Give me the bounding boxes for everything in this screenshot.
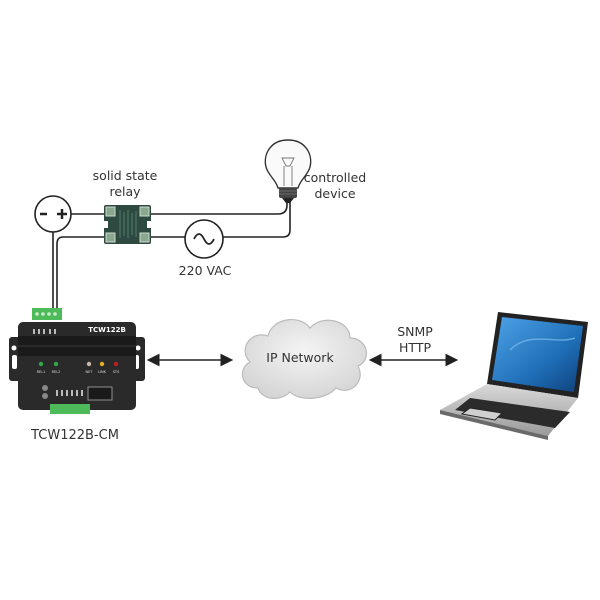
wire-ac-to-bulb <box>223 200 291 238</box>
led-label-net: NET <box>86 370 94 374</box>
controller-front-label: TCW122B <box>88 326 126 334</box>
controller-label: TCW122B-CM <box>31 428 119 443</box>
relay-label-line1: solid state <box>92 168 158 183</box>
device-label-line1: controlled <box>303 170 367 185</box>
led-link <box>99 361 105 367</box>
sine-wave-icon <box>193 233 215 245</box>
relay-label-line2: relay <box>109 184 141 199</box>
led-label-rel1: REL1 <box>37 370 46 374</box>
protocol-http: HTTP <box>399 340 431 355</box>
led-rel2 <box>53 361 59 367</box>
top-terminal-block <box>32 308 62 320</box>
ac-source-label: 220 VAC <box>178 263 232 278</box>
bottom-terminal-block <box>50 404 90 414</box>
controller-leds: REL1 REL2 NET LINK STS <box>37 361 120 374</box>
solid-state-relay <box>102 205 153 244</box>
network-label: IP Network <box>266 350 334 365</box>
wire-relay-to-controller <box>56 236 105 315</box>
dc-source <box>34 195 72 233</box>
ac-source <box>184 219 224 259</box>
relay-label: solid state relay <box>85 168 165 200</box>
led-label-sts: STS <box>113 370 120 374</box>
led-sts <box>113 361 119 367</box>
protocols-label: SNMP HTTP <box>385 324 445 356</box>
device-label: controlled device <box>300 170 370 202</box>
light-bulb-icon <box>264 139 312 203</box>
wires <box>52 200 291 315</box>
device-label-line2: device <box>314 186 356 201</box>
led-label-link: LINK <box>98 370 107 374</box>
laptop-icon <box>440 312 588 440</box>
cloud-icon <box>241 319 367 399</box>
controller-device: REL1 REL2 NET LINK STS <box>9 308 145 414</box>
protocol-snmp: SNMP <box>397 324 433 339</box>
led-rel1 <box>38 361 44 367</box>
wire-relay-to-bulb <box>150 200 288 215</box>
led-label-rel2: REL2 <box>52 370 61 374</box>
led-net <box>86 361 92 367</box>
ethernet-port <box>87 386 113 401</box>
